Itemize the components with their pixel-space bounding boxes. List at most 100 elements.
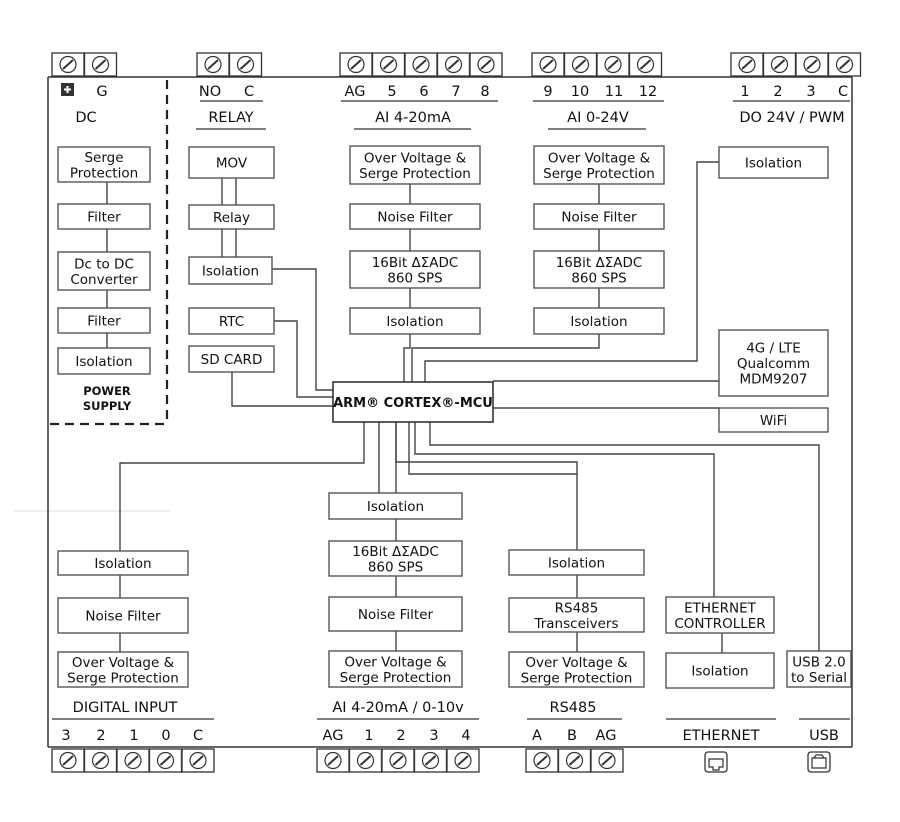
usb-serial-box-text: to Serial <box>791 670 847 686</box>
usb-port-icon <box>807 751 831 773</box>
relay-block-2: Relay <box>188 204 275 230</box>
power-block-4-text: Filter <box>87 314 121 330</box>
power-block-3-text: Converter <box>70 272 138 288</box>
terminal-blocks <box>51 52 862 773</box>
di-block-2: Noise Filter <box>57 597 189 634</box>
ai-chain-3-block-3: Noise Filter <box>328 596 463 632</box>
rs485-block-3-text: Over Voltage & <box>525 655 628 671</box>
di-block-3-text: Serge Protection <box>67 670 179 686</box>
di-block-2-text: Noise Filter <box>85 609 161 625</box>
di-block-3-text: Over Voltage & <box>72 655 175 671</box>
sd-card-box-text: SD CARD <box>201 352 263 368</box>
digital-input-title: DIGITAL INPUT <box>73 700 178 716</box>
ai-4-20-pin-label: 7 <box>451 84 460 100</box>
power-supply-title-line: SUPPLY <box>83 399 132 413</box>
power-block-5-text: Isolation <box>75 354 132 370</box>
sd-card-box: SD CARD <box>188 345 275 373</box>
power-block-1-text: Protection <box>70 165 138 181</box>
ai-chain-2-block-1: Over Voltage &Serge Protection <box>533 145 665 185</box>
di-block-3: Over Voltage &Serge Protection <box>57 651 189 688</box>
mcu-block: ARM® CORTEX®-MCU <box>332 381 494 423</box>
ai-chain-2-block-1-text: Over Voltage & <box>548 150 651 166</box>
top-terminal-ai-4-20-4 <box>436 52 471 77</box>
ai-mixed-title: AI 4-20mA / 0-10v <box>332 700 464 716</box>
ai-chain-3-block-1-text: Isolation <box>367 499 424 515</box>
bottom-terminal-ai-mixed-1 <box>316 748 350 773</box>
bottom-terminal-ai-mixed-5 <box>446 748 480 773</box>
ai-chain-1-block-3-text: 16Bit ΔΣADC <box>372 255 459 271</box>
mcu-label: ARM® CORTEX®-MCU <box>333 396 493 411</box>
rs485-block-2-text: RS485 <box>555 600 599 616</box>
rs485-pin-label: A <box>532 728 542 744</box>
relay-title: RELAY <box>208 110 253 126</box>
ai-chain-3-block-2-text: 860 SPS <box>368 559 423 575</box>
digital-input-pin-label: 1 <box>129 728 138 744</box>
bottom-terminal-digital-input-4 <box>148 748 183 773</box>
top-terminal-ai-4-20-1 <box>339 52 373 77</box>
ai-chain-1-block-4: Isolation <box>349 307 481 335</box>
rtc-box: RTC <box>188 307 275 335</box>
power-block-2-text: Filter <box>87 210 121 226</box>
relay-block-3-text: Isolation <box>202 264 259 280</box>
ai-mixed-pin-label: 2 <box>396 728 405 744</box>
ai-chain-1-block-2: Noise Filter <box>349 203 481 230</box>
bottom-terminal-rs485-3 <box>590 748 624 773</box>
rs485-pin-label: B <box>567 728 577 744</box>
enclosure-frame <box>47 76 853 748</box>
ai-mixed-pin-label: 4 <box>461 728 470 744</box>
top-terminal-do-1 <box>730 52 764 77</box>
ethernet-isolation-box-text: Isolation <box>691 664 748 680</box>
bottom-terminal-digital-input-3 <box>116 748 150 773</box>
ai-chain-3-block-1: Isolation <box>328 492 463 520</box>
ai-chain-3-block-4: Over Voltage &Serge Protection <box>328 650 463 688</box>
rs485-block-2-text: Transceivers <box>533 616 618 632</box>
ai-chain-1-block-1: Over Voltage &Serge Protection <box>349 145 481 185</box>
power-block-5: Isolation <box>57 347 151 375</box>
ai-4-20-pin-label: 6 <box>419 84 428 100</box>
ai-chain-3-block-4-text: Over Voltage & <box>344 654 447 670</box>
top-terminal-ai-4-20-2 <box>371 52 406 77</box>
ai-chain-1-block-3-text: 860 SPS <box>387 270 442 286</box>
top-terminal-ai-0-24-3 <box>596 52 630 77</box>
ai-4-20-pin-label: 8 <box>480 84 489 100</box>
rs485-title: RS485 <box>550 700 597 716</box>
do-title: DO 24V / PWM <box>739 110 844 126</box>
ethernet-controller-box-text: CONTROLLER <box>674 616 765 632</box>
top-terminal-do-3 <box>795 52 829 77</box>
ai-mixed-pin-label: 1 <box>364 728 373 744</box>
ai-chain-3-block-2-text: 16Bit ΔΣADC <box>352 544 439 560</box>
rtc-box-text: RTC <box>219 314 244 330</box>
relay-pin-label: C <box>244 84 254 100</box>
bottom-terminal-ai-mixed-3 <box>381 748 415 773</box>
ai-0-24-pin-label: 9 <box>543 84 552 100</box>
digital-input-pin-label: C <box>193 728 203 744</box>
relay-block-1: MOV <box>188 146 275 179</box>
bottom-terminal-digital-input-1 <box>51 748 85 773</box>
wifi-box: WiFi <box>718 407 829 433</box>
bottom-terminal-ai-mixed-4 <box>413 748 448 773</box>
ai-chain-1-block-2-text: Noise Filter <box>377 210 453 226</box>
ai-chain-1-block-1-text: Serge Protection <box>359 166 471 182</box>
usb-serial-box-text: USB 2.0 <box>792 654 845 670</box>
power-block-3-text: Dc to DC <box>74 256 134 272</box>
usb-serial-box: USB 2.0to Serial <box>786 650 852 688</box>
power-supply-title-line: POWER <box>83 384 131 398</box>
do-pin-label: 2 <box>773 84 782 100</box>
top-terminal-relay-2 <box>228 52 263 77</box>
relay-block-2-text: Relay <box>213 210 250 226</box>
ai-mixed-pin-label: 3 <box>429 728 438 744</box>
ai-4-20-title: AI 4-20mA <box>375 110 451 126</box>
rs485-pin-label: AG <box>596 728 617 744</box>
relay-pin-label: NO <box>199 84 221 100</box>
ai-chain-2-block-2: Noise Filter <box>533 203 665 230</box>
digital-input-pin-label: 3 <box>61 728 70 744</box>
do-pin-label: 3 <box>806 84 815 100</box>
